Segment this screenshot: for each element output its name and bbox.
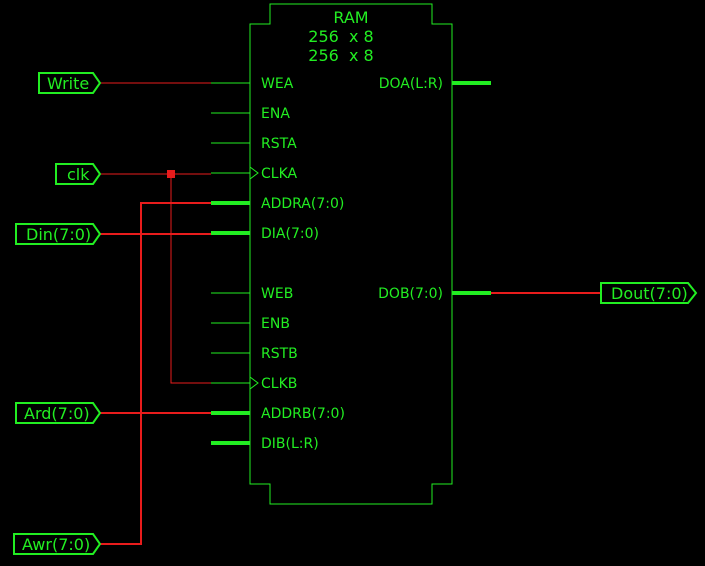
pin-label-addra: ADDRA(7:0) — [261, 196, 344, 212]
clkb-clock-marker — [249, 376, 259, 390]
clka-clock-marker — [249, 166, 259, 180]
pin-label-enb: ENB — [261, 316, 290, 332]
ram-title: RAM — [333, 8, 368, 27]
pin-label-wea: WEA — [261, 76, 294, 92]
port-flag-clk[interactable] — [55, 163, 102, 185]
pin-label-addrb: ADDRB(7:0) — [261, 406, 345, 422]
pin-label-dia: DIA(7:0) — [261, 226, 319, 242]
port-label-write: Write — [47, 74, 89, 93]
ram-block[interactable] — [249, 3, 453, 505]
pin-label-web: WEB — [261, 286, 293, 302]
pin-label-rstb: RSTB — [261, 346, 298, 362]
port-flag-ard[interactable] — [15, 402, 102, 424]
pin-label-rsta: RSTA — [261, 136, 297, 152]
port-label-awr: Awr(7:0) — [22, 535, 90, 554]
pin-label-dib: DIB(L:R) — [261, 436, 319, 452]
ram-size-line2: 256 x 8 — [308, 46, 373, 65]
ram-size-line1: 256 x 8 — [308, 27, 373, 46]
port-flag-write[interactable] — [38, 72, 102, 94]
wire-junction-dot — [167, 170, 175, 178]
port-label-ard: Ard(7:0) — [24, 404, 90, 423]
pin-label-doa: DOA(L:R) — [379, 76, 443, 92]
port-label-clk: clk — [67, 165, 90, 184]
port-flag-din[interactable] — [15, 223, 102, 245]
port-label-dout: Dout(7:0) — [611, 284, 688, 303]
port-label-din: Din(7:0) — [26, 225, 91, 244]
wire-clk-to-clkb[interactable] — [170, 174, 211, 384]
port-flag-awr[interactable] — [13, 533, 102, 555]
pin-label-ena: ENA — [261, 106, 290, 122]
port-flag-dout[interactable] — [600, 282, 698, 304]
pin-label-dob: DOB(7:0) — [378, 286, 443, 302]
wire-awr[interactable] — [100, 202, 211, 545]
pin-label-clkb: CLKB — [261, 376, 297, 392]
pin-label-clka: CLKA — [261, 166, 298, 182]
